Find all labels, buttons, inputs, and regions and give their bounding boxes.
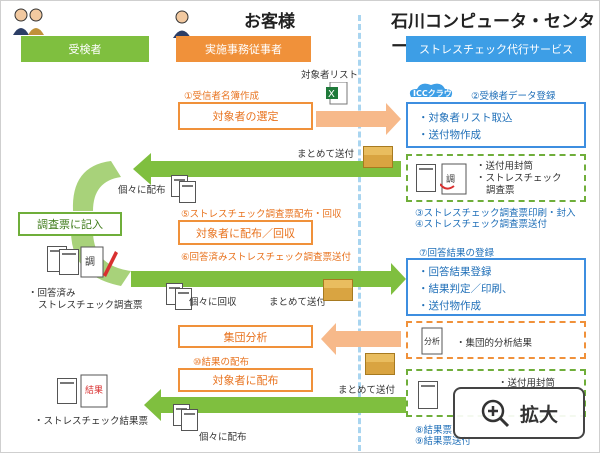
flow-arrow-send-pack	[133, 153, 401, 185]
result-pack-doc-icon	[418, 381, 438, 409]
zoom-label: 拡大	[519, 403, 558, 426]
center-header: 石川コンピュータ・センター	[391, 12, 595, 57]
flow-arrow-result	[144, 389, 411, 421]
step2-item: ・送付物作成	[418, 129, 481, 141]
write-survey-box: 調査票に記入	[18, 212, 122, 236]
svg-text:ICCクラウド: ICCクラウド	[413, 88, 460, 98]
flow-curve-down	[72, 161, 121, 211]
paper-icon-6	[181, 409, 198, 431]
customer-center-divider	[358, 15, 361, 451]
pack-item: ・ストレスチェック	[476, 173, 562, 184]
paper-icon-2	[179, 181, 196, 203]
answered-doc-line2: ストレスチェック調査票	[38, 300, 143, 311]
svg-text:調: 調	[85, 255, 95, 268]
role-staff: 実施事務従事者	[176, 36, 311, 62]
svg-text:分析: 分析	[424, 336, 440, 346]
target-list-label: 対象者リスト	[301, 70, 359, 81]
analysis-box: 集団分析	[178, 325, 313, 348]
result-sheet-icon: 結果	[80, 374, 108, 408]
step3-caption: ③ストレスチェック調査票印刷・封入	[415, 208, 576, 219]
pack-item: 調査票	[486, 185, 515, 196]
step1-box: 対象者の選定	[178, 102, 313, 130]
group-analysis-box: 分析 ・集団的分析結果	[406, 321, 586, 359]
collect-each: 個々に回収	[189, 297, 237, 308]
step7-item: ・結果判定／印刷、	[418, 283, 513, 295]
svg-text:調: 調	[446, 173, 455, 185]
answered-doc-line1: ・回答済み	[28, 288, 76, 299]
step7-caption: ⑦回答結果の登録	[419, 248, 495, 259]
answered-doc-icon-2	[59, 249, 79, 275]
zoom-button[interactable]: 拡大	[453, 387, 585, 439]
zoom-in-icon	[481, 399, 510, 428]
parcel-icon-1	[363, 146, 393, 168]
flow-arrow-analysis	[321, 323, 401, 355]
step9-caption: ⑨結果票送付	[415, 436, 472, 447]
analysis-sheet-icon: 分析	[421, 327, 443, 355]
step7-box: ・回答結果登録 ・結果判定／印刷、 ・送付物作成	[406, 258, 586, 316]
survey-pen-icon: 調	[80, 246, 118, 278]
distribute-each-1: 個々に配布	[118, 185, 166, 196]
parcel-icon-3	[365, 353, 395, 375]
flow-arrow-list	[316, 103, 401, 135]
send-together-2: まとめて送付	[269, 297, 327, 308]
role-examinee: 受検者	[21, 36, 149, 62]
pack-doc-icon	[416, 164, 436, 192]
step2-caption: ②受検者データ登録	[471, 91, 556, 102]
step10-box: 対象者に配布	[178, 368, 313, 392]
excel-icon: X	[326, 82, 348, 105]
step7-item: ・回答結果登録	[418, 266, 492, 278]
step5-box: 対象者に配布／回収	[178, 220, 313, 245]
step7-item: ・送付物作成	[418, 300, 481, 312]
send-together-3: まとめて送付	[338, 385, 396, 396]
pack-item: ・送付用封筒	[476, 161, 534, 172]
parcel-icon-2	[323, 279, 353, 301]
result-doc-label: ・ストレスチェック結果票	[34, 416, 149, 427]
step4-caption: ④ストレスチェック調査票送付	[415, 219, 548, 230]
group-result-label: ・集団的分析結果	[456, 338, 533, 349]
role-service: ストレスチェック代行サービス	[406, 36, 586, 62]
step1-caption: ①受信者名簿作成	[184, 91, 260, 102]
step10-caption: ⑩結果の配布	[193, 357, 250, 368]
step6-caption: ⑥回答済みストレスチェック調査票送付	[181, 252, 352, 263]
svg-text:X: X	[328, 89, 335, 100]
result-doc-icon-1	[57, 378, 77, 404]
result-pack-item: ・送付用封筒	[498, 378, 556, 389]
examinee-people-icon	[13, 8, 44, 35]
send-together-1: まとめて送付	[297, 149, 355, 160]
step5-caption: ⑤ストレスチェック調査票配布・回収	[181, 209, 342, 220]
step2-box: ・対象者リスト取込 ・送付物作成	[406, 102, 586, 148]
step8-caption: ⑧結果票	[415, 425, 453, 436]
pack-box: 調 ・送付用封筒 ・ストレスチェック 調査票	[406, 154, 586, 202]
icc-cloud-logo: ICCクラウド	[409, 83, 460, 98]
customer-header: お客様	[244, 12, 295, 32]
paper-icon-4	[175, 288, 192, 310]
distribute-each-2: 個々に配布	[199, 432, 247, 443]
step2-item: ・対象者リスト取込	[418, 112, 513, 124]
survey-sheet-icon: 調	[440, 163, 467, 195]
svg-text:結果: 結果	[85, 384, 103, 396]
